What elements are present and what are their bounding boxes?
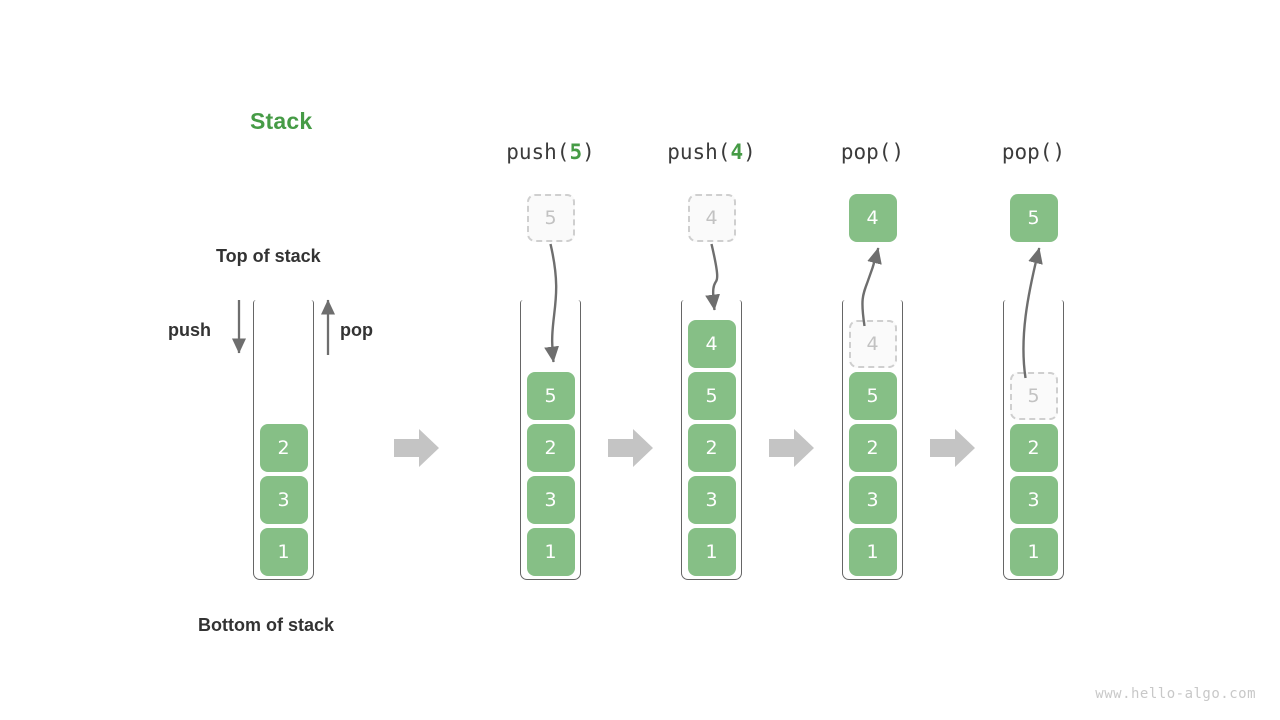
top-of-stack-label: Top of stack — [216, 246, 321, 266]
stack-cell-push-5-1: 1 — [526, 528, 575, 576]
op-prefix: pop( — [1001, 140, 1053, 164]
push-label: push — [168, 320, 211, 340]
stack-cell-pop-1-2: 2 — [848, 424, 897, 472]
stack-cell-pop-2-2: 2 — [1009, 424, 1058, 472]
op-suffix: ) — [743, 140, 756, 164]
stack-container-pop-1 — [842, 300, 903, 580]
op-value: 4 — [730, 140, 744, 164]
op-suffix: ) — [891, 140, 905, 164]
popped-cell-pop-2: 5 — [1009, 194, 1058, 242]
op-prefix: push( — [667, 140, 731, 164]
operation-label-pop-2: pop() — [934, 140, 1134, 164]
stack-cell-push-4-4: 4 — [687, 320, 736, 368]
stack-cell-push-4-2: 2 — [687, 424, 736, 472]
operation-label-push-4: push(4) — [612, 140, 812, 164]
stack-container-initial — [253, 300, 314, 580]
pending-push-cell-push-4: 4 — [687, 194, 736, 242]
op-suffix: ) — [582, 140, 595, 164]
op-suffix: ) — [1052, 140, 1066, 164]
pop-label: pop — [340, 320, 373, 340]
stack-cell-pop-1-1: 1 — [848, 528, 897, 576]
stack-cell-push-5-3: 3 — [526, 476, 575, 524]
watermark: www.hello-algo.com — [1095, 686, 1256, 702]
transition-arrow-2 — [769, 429, 814, 467]
ghost-cell-pop-1-4: 4 — [848, 320, 897, 368]
transition-arrow-0 — [394, 429, 439, 467]
stack-container-push-5 — [520, 300, 581, 580]
ghost-cell-pop-2-5: 5 — [1009, 372, 1058, 420]
pending-push-cell-push-5: 5 — [526, 194, 575, 242]
stack-cell-push-5-5: 5 — [526, 372, 575, 420]
stack-cell-pop-1-5: 5 — [848, 372, 897, 420]
op-prefix: pop( — [840, 140, 892, 164]
stack-cell-pop-1-3: 3 — [848, 476, 897, 524]
stack-cell-pop-2-1: 1 — [1009, 528, 1058, 576]
stack-cell-push-4-3: 3 — [687, 476, 736, 524]
bottom-of-stack-label: Bottom of stack — [198, 615, 335, 635]
transition-arrow-1 — [608, 429, 653, 467]
stack-cell-initial-1: 1 — [259, 528, 308, 576]
transition-arrow-3 — [930, 429, 975, 467]
operation-label-pop-1: pop() — [773, 140, 973, 164]
op-value: 5 — [569, 140, 583, 164]
stack-cell-push-5-2: 2 — [526, 424, 575, 472]
stack-cell-initial-3: 3 — [259, 476, 308, 524]
stack-cell-pop-2-3: 3 — [1009, 476, 1058, 524]
stack-cell-initial-2: 2 — [259, 424, 308, 472]
diagram-title: Stack — [250, 108, 313, 134]
stack-container-pop-2 — [1003, 300, 1064, 580]
stack-cell-push-4-1: 1 — [687, 528, 736, 576]
stack-cell-push-4-5: 5 — [687, 372, 736, 420]
op-prefix: push( — [506, 140, 570, 164]
stack-container-push-4 — [681, 300, 742, 580]
popped-cell-pop-1: 4 — [848, 194, 897, 242]
operation-label-push-5: push(5) — [451, 140, 651, 164]
